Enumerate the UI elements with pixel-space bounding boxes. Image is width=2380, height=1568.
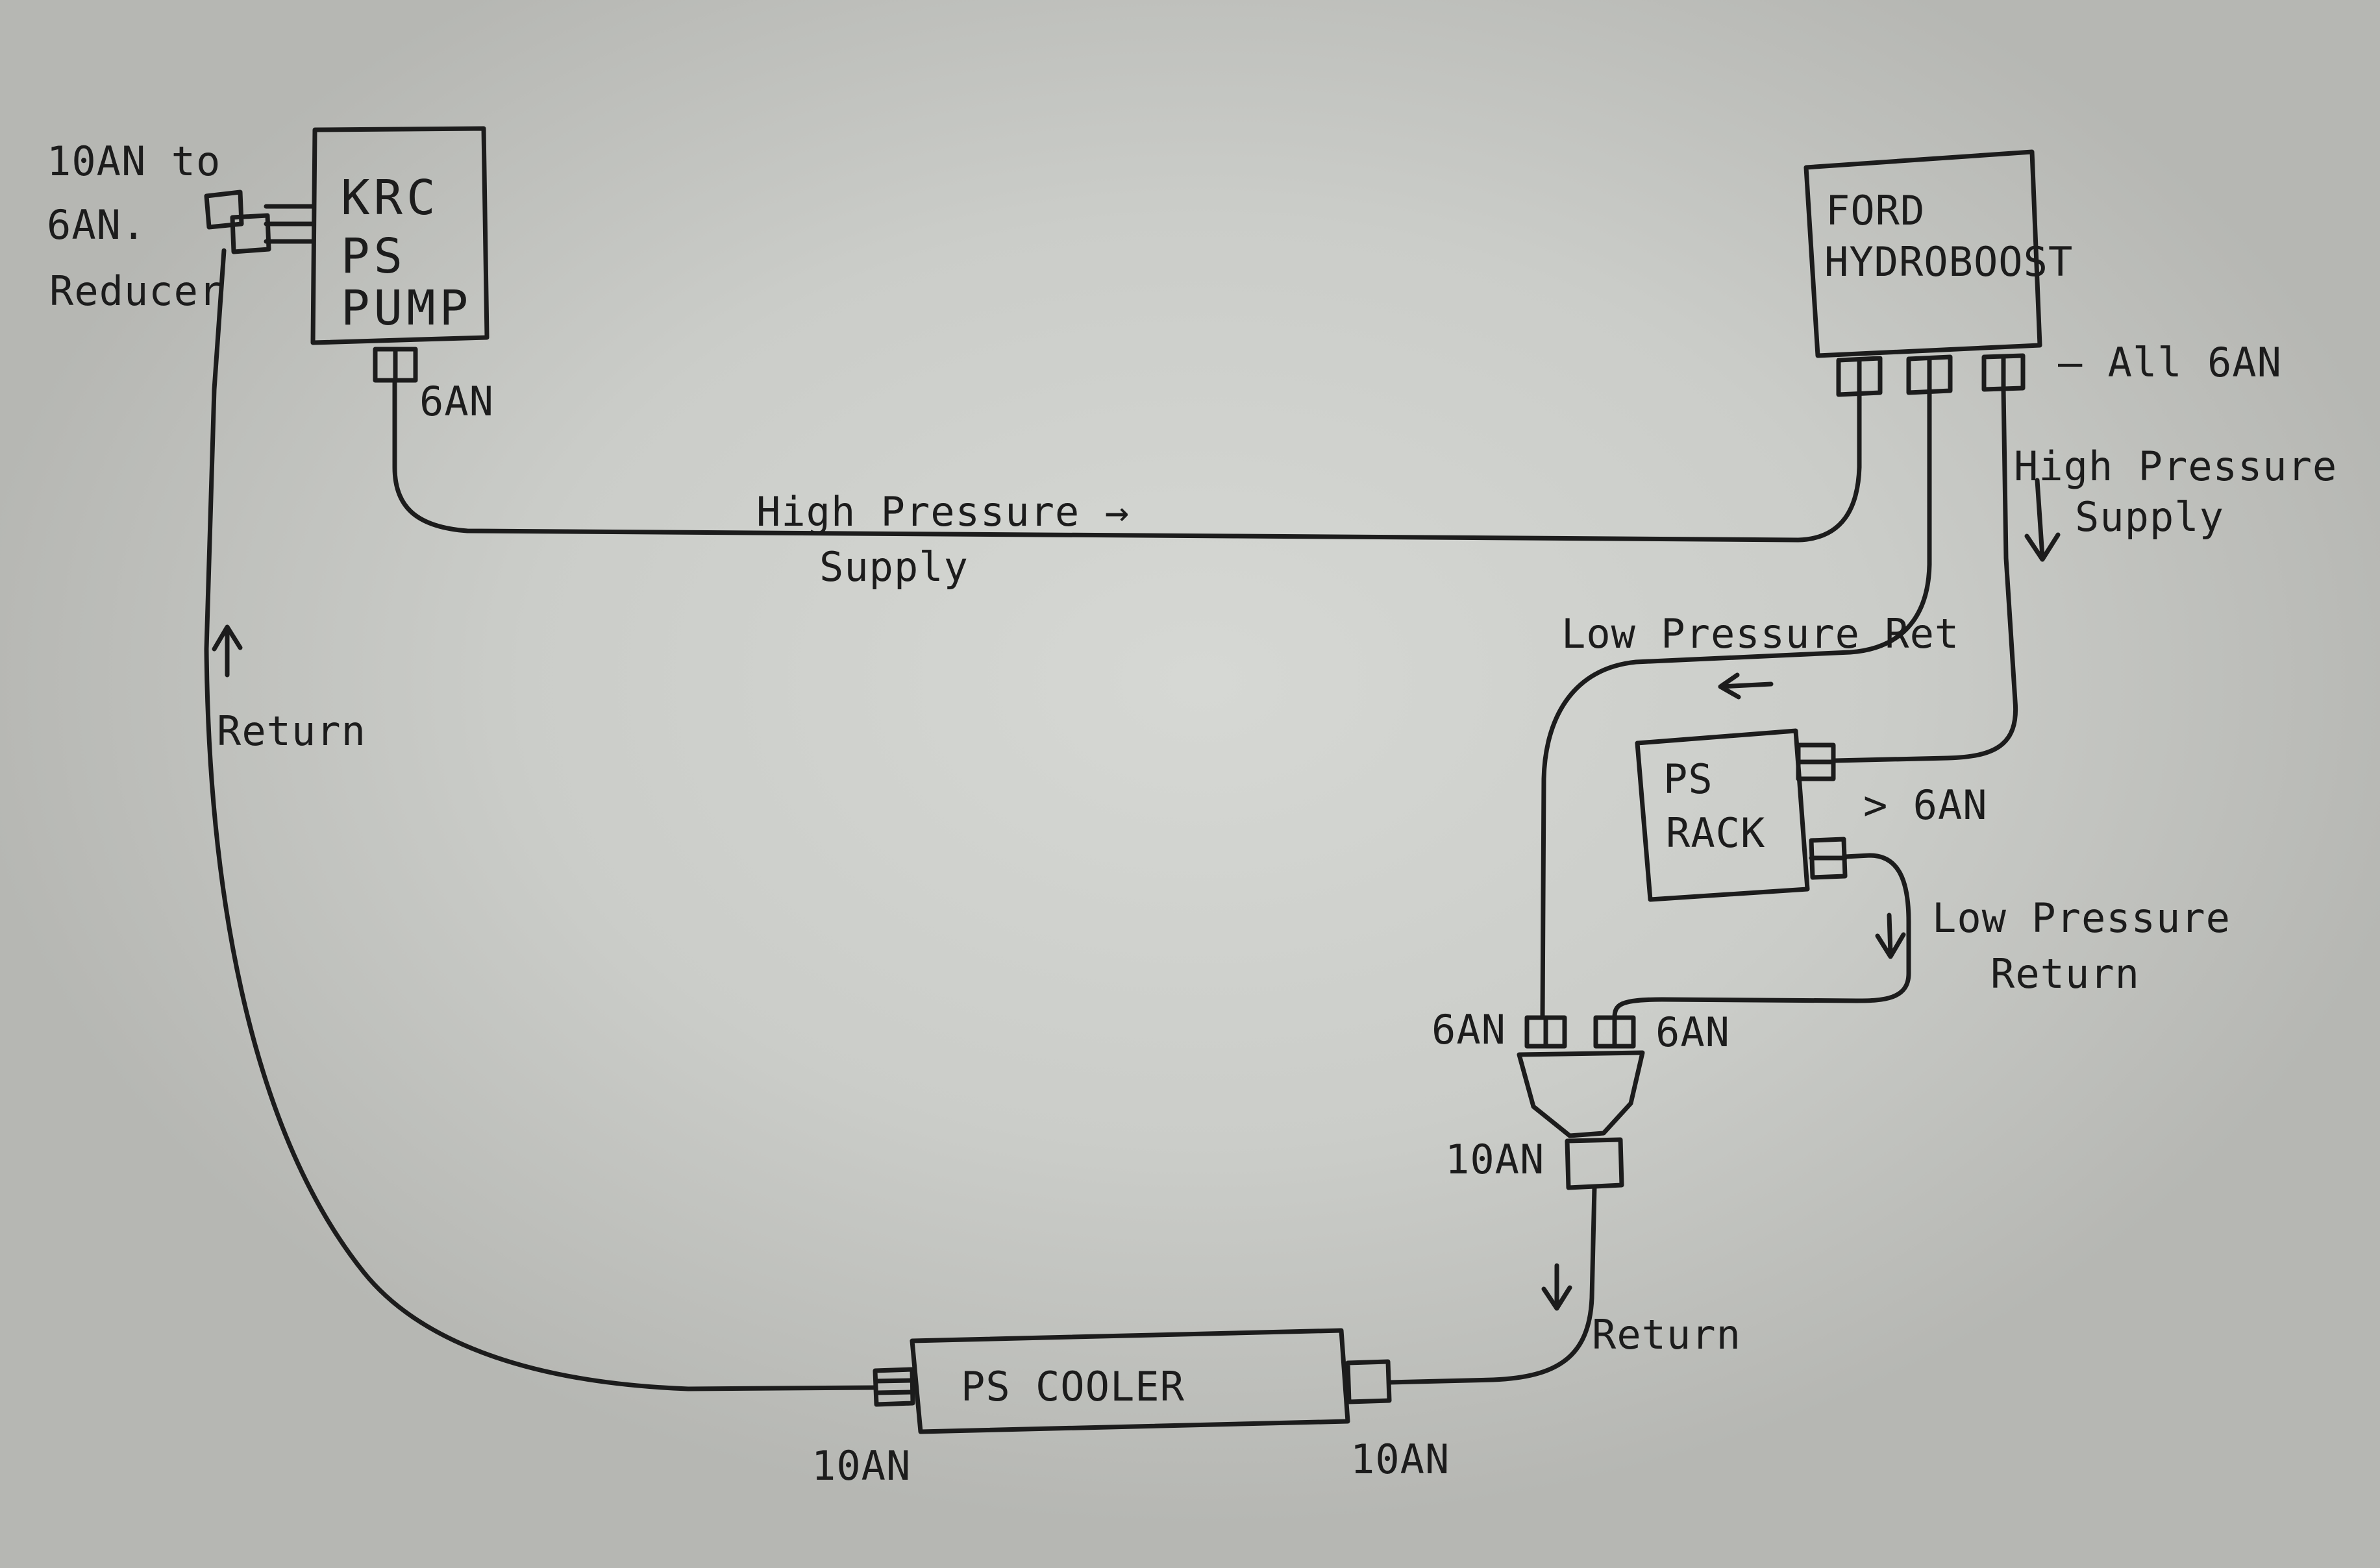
ps-pump: KRC PS PUMP — [264, 126, 490, 383]
pump-label-1: KRC — [341, 170, 440, 226]
hp-supply-top-label-2: Supply — [819, 543, 969, 591]
all-6an-label: – All 6AN — [2058, 339, 2282, 386]
hydroboost-port-left — [1836, 356, 1883, 397]
rack-6an-label: > 6AN — [1863, 781, 1988, 829]
hose-low-pressure-ret — [1540, 390, 1932, 1020]
lp-return-label-2: Return — [1990, 950, 2140, 998]
merge-port-left — [1524, 1015, 1567, 1049]
merge-10an-label: 10AN — [1445, 1136, 1544, 1183]
merge-body — [1517, 1050, 1645, 1138]
reducer-label-1: 10AN to — [47, 138, 221, 185]
merge-port-right — [1593, 1015, 1636, 1049]
merge-right-6an-label: 6AN — [1655, 1009, 1730, 1056]
merge-fitting — [1517, 1015, 1645, 1190]
hp-supply-top-label: High Pressure → — [756, 488, 1130, 535]
hydroboost-port-middle — [1906, 354, 1953, 395]
cooler-left-fitting-line-2 — [874, 1390, 915, 1395]
lp-return-label: Low Pressure — [1932, 894, 2231, 942]
return-right-label: Return — [1592, 1311, 1741, 1358]
return-left-label: Return — [217, 707, 366, 755]
cooler-left-fitting — [873, 1367, 915, 1407]
arrow-lp-ret-left — [1718, 672, 1774, 700]
hose-high-pressure-supply-right — [1832, 387, 2018, 763]
hose-high-pressure-supply-top — [392, 378, 1862, 543]
cooler-right-10an-label: 10AN — [1350, 1436, 1450, 1483]
reducer-label-3: Reducer — [49, 267, 223, 315]
rack-box — [1635, 728, 1810, 902]
hose-return-to-pump — [204, 248, 878, 1391]
arrow-lp-return-down — [1875, 913, 1906, 959]
lp-ret-label: Low Pressure Ret — [1561, 610, 1959, 657]
cooler-box — [910, 1328, 1350, 1434]
hydroboost-label-1: FORD — [1826, 187, 1925, 234]
reducer-label-2: 6AN. — [47, 201, 146, 249]
arrow-hp-right-down — [2024, 478, 2061, 562]
rack-port-upper — [1796, 742, 1836, 781]
hp-supply-right-label-2: Supply — [2075, 493, 2224, 541]
ps-cooler: PS COOLER — [873, 1328, 1392, 1434]
hydroboost-port-right — [1981, 353, 2026, 392]
reducer-fitting — [204, 190, 271, 254]
rack-label-1: PS — [1663, 755, 1713, 803]
hydroboost: FORD HYDROBOOST — [1804, 149, 2073, 397]
cooler-left-fitting-line-1 — [874, 1378, 915, 1384]
pump-box — [310, 126, 490, 345]
hose-low-pressure-return — [1612, 853, 1911, 1020]
merge-outlet — [1565, 1137, 1624, 1190]
ps-rack: PS RACK — [1635, 728, 1848, 902]
hydroboost-label-2: HYDROBOOST — [1824, 238, 2073, 286]
cooler-right-fitting — [1345, 1359, 1392, 1404]
arrow-return-up — [212, 624, 243, 678]
cooler-left-10an-label: 10AN — [812, 1442, 911, 1489]
pump-outlet-fitting — [373, 347, 418, 383]
reducer-front — [230, 213, 271, 254]
rack-port-lower — [1809, 837, 1848, 880]
pump-side-fittings — [264, 204, 316, 244]
rack-label-2: RACK — [1666, 809, 1765, 857]
pump-label-3: PUMP — [341, 280, 472, 336]
pump-outlet-6an-label: 6AN — [419, 378, 494, 425]
hp-supply-right-label: High Pressure — [2014, 443, 2337, 490]
hose-return-to-cooler — [1387, 1185, 1597, 1385]
hydroboost-box — [1804, 149, 2042, 358]
merge-left-6an-label: 6AN — [1432, 1006, 1506, 1053]
reducer-back — [204, 190, 244, 230]
cooler-label: PS COOLER — [961, 1363, 1185, 1410]
arrow-return-down — [1541, 1263, 1572, 1311]
pump-label-2: PS — [341, 228, 406, 284]
